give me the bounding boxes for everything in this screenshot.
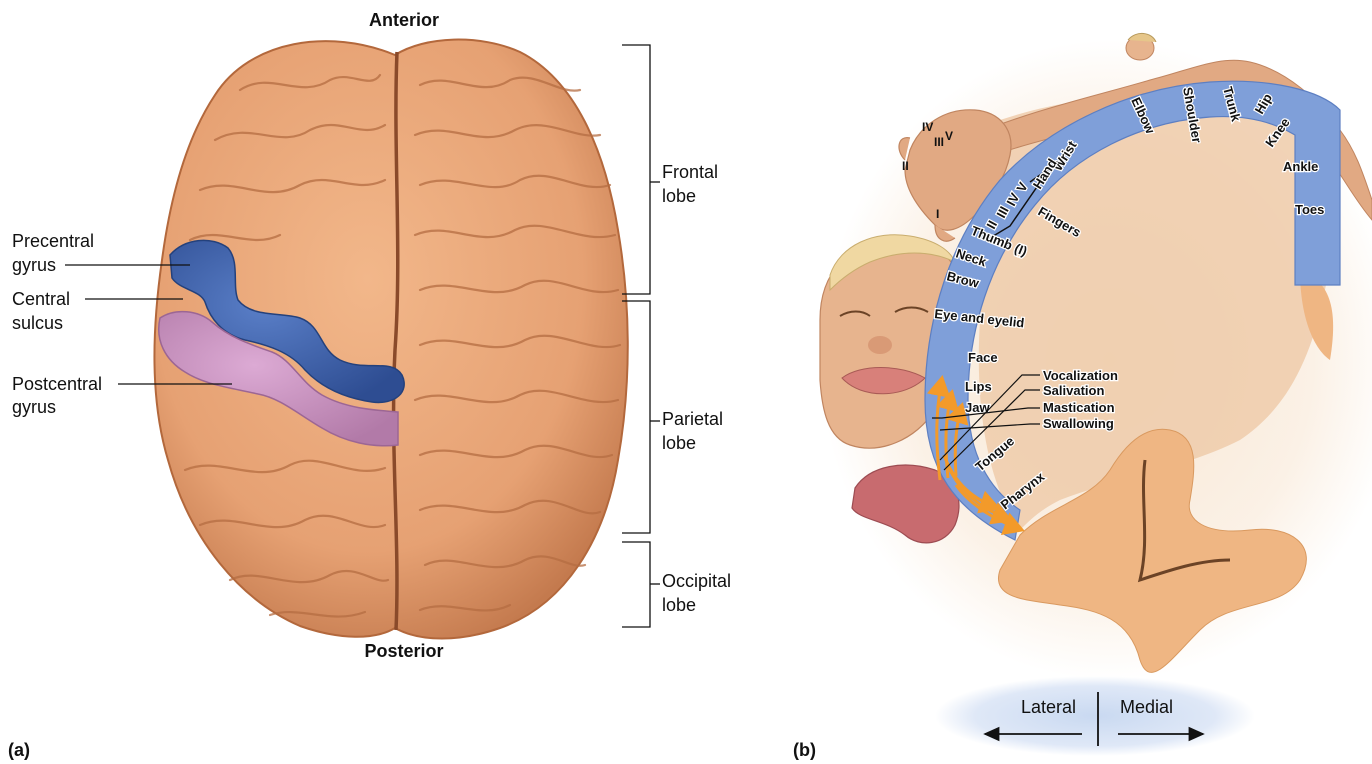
salivation-label: Salivation	[1043, 383, 1104, 398]
central-sulcus-label-1: Central	[12, 289, 70, 309]
digit-iv-label: IV	[922, 120, 933, 134]
postcentral-label-2: gyrus	[12, 397, 56, 417]
digit-iii-label: III	[934, 135, 944, 149]
mastication-label: Mastication	[1043, 400, 1115, 415]
anterior-label: Anterior	[369, 10, 439, 30]
panel-b-tag: (b)	[793, 740, 816, 760]
medial-label: Medial	[1120, 697, 1173, 717]
digit-v-label: V	[945, 129, 953, 143]
orientation-key: Lateral Medial	[935, 676, 1255, 756]
frontal-bracket	[622, 45, 650, 294]
precentral-label-2: gyrus	[12, 255, 56, 275]
posterior-label: Posterior	[364, 641, 443, 661]
panel-a: Anterior	[8, 10, 731, 760]
ankle-label: Ankle	[1283, 159, 1318, 174]
digit-ii-label: II	[902, 159, 909, 173]
toes-label: Toes	[1295, 202, 1324, 217]
occipital-lobe-label-1: Occipital	[662, 571, 731, 591]
face-label: Face	[968, 350, 998, 365]
parietal-lobe-label-1: Parietal	[662, 409, 723, 429]
lips-label: Lips	[965, 379, 992, 394]
postcentral-label-1: Postcentral	[12, 374, 102, 394]
panel-a-tag: (a)	[8, 740, 30, 760]
central-sulcus-label-2: sulcus	[12, 313, 63, 333]
frontal-lobe-label-2: lobe	[662, 186, 696, 206]
panel-b: V IV III II I Toes Ankle Knee Hip Trunk …	[793, 33, 1372, 760]
occipital-lobe-label-2: lobe	[662, 595, 696, 615]
lateral-label: Lateral	[1021, 697, 1076, 717]
precentral-label-1: Precentral	[12, 231, 94, 251]
digit-i-label: I	[936, 207, 939, 221]
parietal-lobe-label-2: lobe	[662, 433, 696, 453]
occipital-bracket	[622, 542, 650, 627]
frontal-lobe-label-1: Frontal	[662, 162, 718, 182]
swallowing-label: Swallowing	[1043, 416, 1114, 431]
vocalization-label: Vocalization	[1043, 368, 1118, 383]
